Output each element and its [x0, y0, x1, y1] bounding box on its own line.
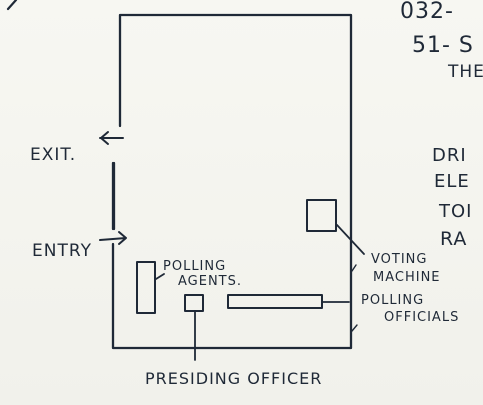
- polling-agents-connector: [155, 273, 165, 280]
- polling-agents-label-line-1: POLLING: [163, 259, 226, 274]
- presiding-officer-box: [184, 294, 204, 312]
- voting-machine-label-line-1: VOTING: [371, 252, 427, 267]
- top-right-note-line-2: 51- S: [412, 33, 474, 58]
- top-right-note-line-3: THE: [447, 62, 483, 82]
- polling-agents-table: [136, 261, 156, 314]
- entry-arrow: [99, 231, 127, 245]
- voting-machine-connector: [336, 224, 365, 255]
- polling-officials-label-line-2: OFFICIALS: [384, 310, 459, 325]
- voting-machine-label-line-2: MACHINE: [373, 270, 441, 285]
- top-right-note-line-7: RA: [440, 228, 467, 250]
- polling-officials-label-line-1: POLLING: [361, 293, 424, 308]
- top-right-note-line-5: ELE: [434, 171, 470, 192]
- polling-agents-label-line-2: AGENTS.: [178, 274, 242, 289]
- top-right-note-line-6: TOI: [438, 201, 472, 222]
- top-right-note-line-4: DRI: [432, 145, 467, 166]
- polling-officials-table: [227, 294, 323, 309]
- room-outline: [111, 13, 353, 350]
- presiding-officer-label: PRESIDING OFFICER: [145, 369, 322, 388]
- exit-arrow: [99, 131, 124, 145]
- voting-machine-box: [306, 199, 337, 232]
- exit-label: EXIT.: [30, 145, 76, 165]
- entry-label: ENTRY: [32, 241, 92, 261]
- top-left-mark: [6, 0, 18, 11]
- top-right-note-line-1: 032-: [400, 0, 454, 24]
- arrow-tick-marks: [351, 264, 358, 332]
